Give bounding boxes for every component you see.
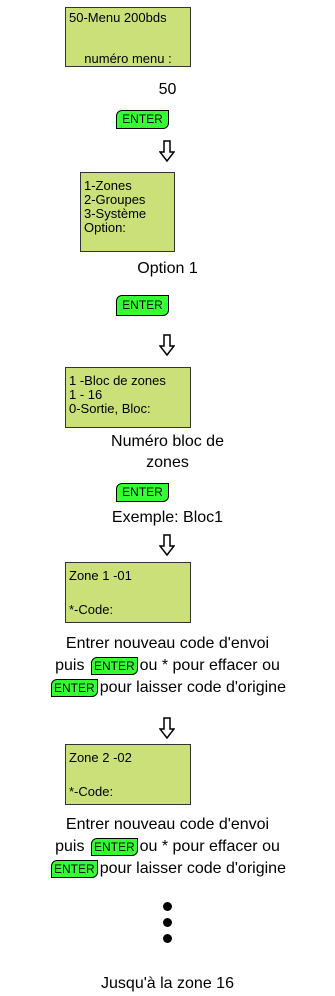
lcd-line: 2-Groupes	[84, 192, 146, 207]
value-text: 50	[158, 81, 177, 98]
lcd-line: 1 -Bloc de zones	[69, 373, 166, 388]
down-arrow-icon	[159, 534, 175, 556]
lcd-zone2-box: Zone 2 -02 *-Code:	[65, 744, 191, 805]
enter-key: ENTER	[116, 295, 169, 316]
enter-key: ENTER	[90, 656, 138, 675]
lcd-line: *-Code:	[69, 784, 114, 799]
lcd-line: 0-Sortie, Bloc:	[69, 401, 151, 416]
down-arrow-icon	[159, 717, 175, 739]
instruction-text: pour laisser code d'origine	[99, 679, 286, 696]
enter-key: ENTER	[116, 110, 169, 129]
lcd-line: 1-Zones	[84, 178, 132, 193]
lcd-bloc-box: 1 -Bloc de zones 1 - 16 0-Sortie, Bloc:	[65, 367, 191, 428]
final-text: Jusqu'à la zone 16	[101, 975, 234, 992]
enter-key: ENTER	[90, 837, 138, 856]
instruction-text: puis	[55, 657, 85, 674]
instruction-text: ou * pour effacer ou	[139, 838, 280, 855]
enter-key: ENTER	[51, 859, 98, 878]
option-text: Option 1	[137, 260, 198, 277]
instruction-text: pour laisser code d'origine	[99, 860, 286, 877]
exemple-text: Exemple: Bloc1	[111, 509, 224, 526]
instruction-text: ou * pour effacer ou	[139, 657, 280, 674]
lcd-zone1-box: Zone 1 -01 *-Code:	[65, 562, 191, 623]
down-arrow-icon	[159, 334, 175, 356]
continuation-dot	[163, 902, 172, 911]
instruction-text: puis	[55, 838, 85, 855]
lcd-line: Option:	[84, 220, 126, 235]
down-arrow-icon	[159, 140, 175, 162]
enter-key: ENTER	[51, 678, 98, 697]
lcd-line: Zone 1 -01	[69, 568, 132, 583]
lcd-line: 50-Menu 200bds	[69, 10, 167, 25]
lcd-line: Zone 2 -02	[69, 750, 132, 765]
lcd-line: 1 - 16	[69, 387, 103, 402]
instruction-line: Entrer nouveau code d'envoi	[65, 816, 270, 833]
continuation-dot	[163, 918, 172, 927]
bloc-text: zones	[146, 454, 189, 471]
bloc-text: Numéro bloc de	[111, 433, 224, 450]
enter-key: ENTER	[116, 483, 169, 502]
lcd-line: *-Code:	[69, 602, 114, 617]
continuation-dot	[163, 934, 172, 943]
lcd-line: numéro menu :	[84, 51, 172, 66]
instruction-line: Entrer nouveau code d'envoi	[65, 635, 270, 652]
lcd-option-box: 1-Zones 2-Groupes 3-Système Option:	[80, 172, 175, 252]
lcd-menu-box: 50-Menu 200bds numéro menu :	[65, 7, 191, 67]
lcd-line: 3-Système	[84, 206, 147, 221]
